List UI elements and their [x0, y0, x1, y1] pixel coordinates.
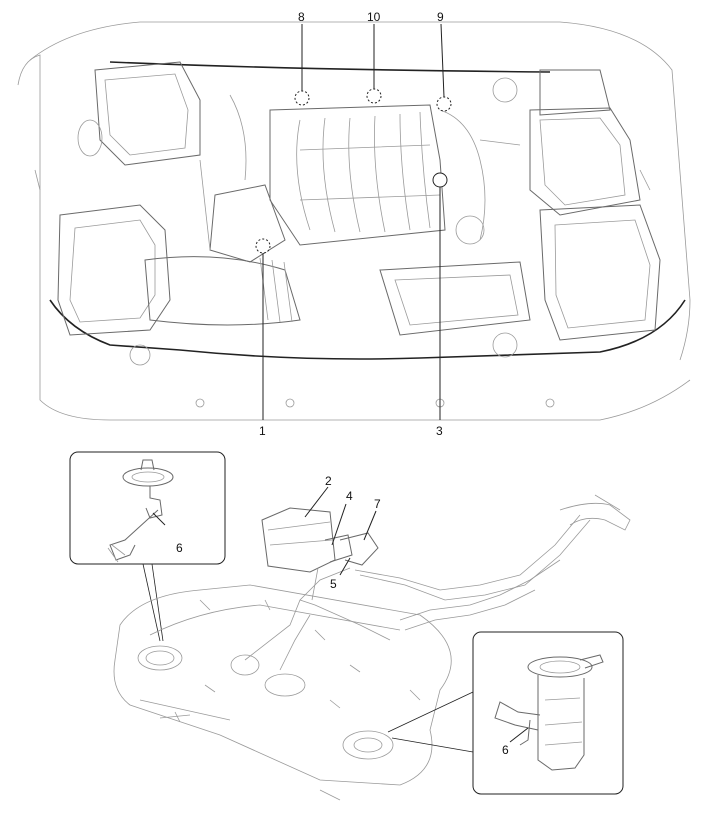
leader-4	[331, 503, 347, 546]
right-inset	[472, 631, 624, 795]
callout-1: 1	[259, 424, 266, 438]
engine-leader-lines	[262, 23, 445, 420]
callout-5: 5	[330, 577, 337, 591]
callout-10: 10	[367, 10, 381, 24]
right-inset-leader	[509, 727, 529, 743]
canister-illustration	[261, 507, 379, 601]
leader-2	[304, 486, 329, 518]
left-inset-callout-6: 6	[176, 541, 183, 555]
fuel-tank-illustration	[113, 494, 631, 801]
marker-10	[366, 88, 382, 104]
marker-3	[432, 172, 448, 188]
left-inset	[69, 451, 226, 565]
right-inset-callout-6: 6	[502, 743, 509, 757]
left-inset-leader	[152, 512, 166, 526]
marker-1	[255, 238, 271, 254]
callout-7: 7	[374, 497, 381, 511]
marker-9	[436, 96, 452, 112]
engine-bay-illustration	[17, 21, 691, 421]
leader-7	[363, 510, 377, 541]
leader-5	[339, 557, 351, 576]
callout-4: 4	[346, 489, 353, 503]
engine-component-markers	[255, 88, 452, 254]
callout-8: 8	[298, 10, 305, 24]
marker-8	[294, 90, 310, 106]
callout-9: 9	[437, 10, 444, 24]
callout-3: 3	[436, 424, 443, 438]
callout-2: 2	[325, 474, 332, 488]
